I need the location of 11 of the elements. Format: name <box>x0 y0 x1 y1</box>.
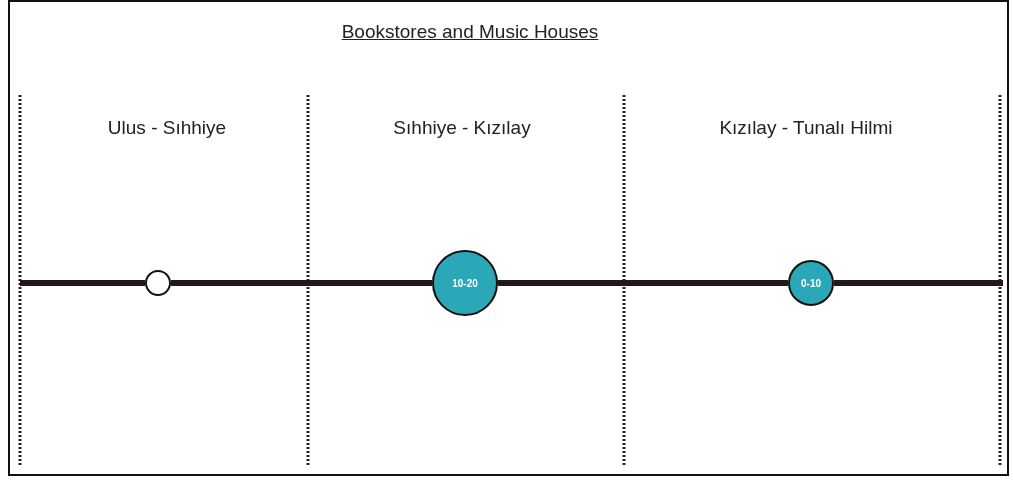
diagram-title: Bookstores and Music Houses <box>341 21 599 43</box>
empty-circle <box>145 270 171 296</box>
segment-heading: Kızılay - Tunalı Hilmi <box>719 117 893 139</box>
route-line <box>834 280 1003 286</box>
range-circle: 10-20 <box>432 250 498 316</box>
route-line <box>20 280 145 286</box>
route-line <box>171 280 432 286</box>
route-line <box>498 280 788 286</box>
segment-heading: Ulus - Sıhhiye <box>107 117 227 139</box>
segment-heading: Sıhhiye - Kızılay <box>393 117 531 139</box>
range-circle: 0-10 <box>788 260 834 306</box>
